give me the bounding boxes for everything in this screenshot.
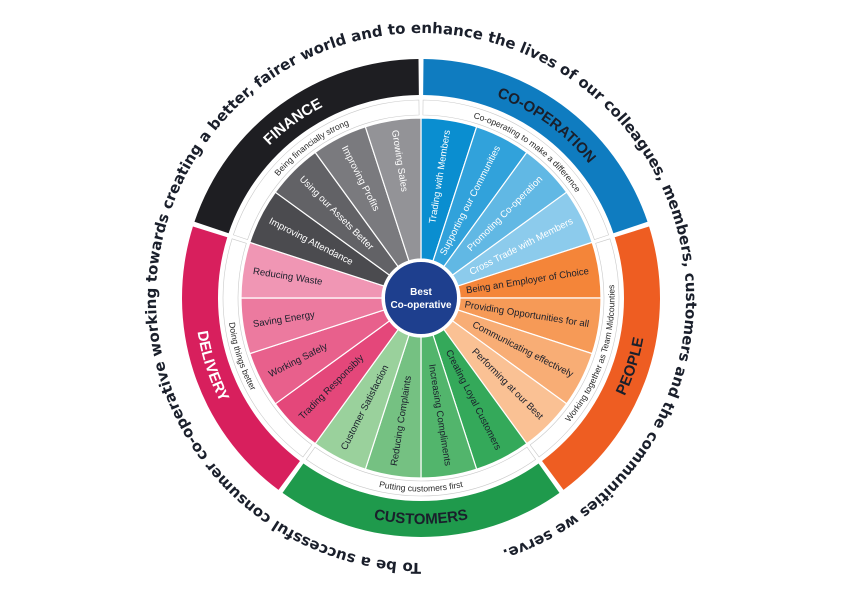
category-band-co-operation xyxy=(423,59,648,234)
category-title-customers: CUSTOMERS xyxy=(373,506,470,528)
category-subtitle-ring-people xyxy=(529,238,620,458)
center-hub: Best Co-operative xyxy=(383,260,459,336)
category-band-people xyxy=(542,226,660,490)
category-band-finance xyxy=(194,59,419,234)
center-label-line-1: Best xyxy=(410,287,432,298)
center-label-line-2: Co-operative xyxy=(390,300,452,311)
category-band-delivery xyxy=(182,226,300,490)
category-subtitle-text: Putting customers first xyxy=(378,479,464,494)
category-subtitle-customers: Putting customers first xyxy=(378,479,464,494)
category-subtitle-ring-customers xyxy=(305,446,537,497)
category-subtitle-ring-finance xyxy=(232,99,420,241)
slice-finance-4 xyxy=(364,117,422,262)
category-subtitle-ring-delivery xyxy=(222,238,313,458)
category-title-text: CUSTOMERS xyxy=(373,506,470,528)
category-subtitle-ring-co-operation xyxy=(422,99,610,241)
category-band-customers xyxy=(282,463,560,538)
center-circle xyxy=(383,260,459,336)
